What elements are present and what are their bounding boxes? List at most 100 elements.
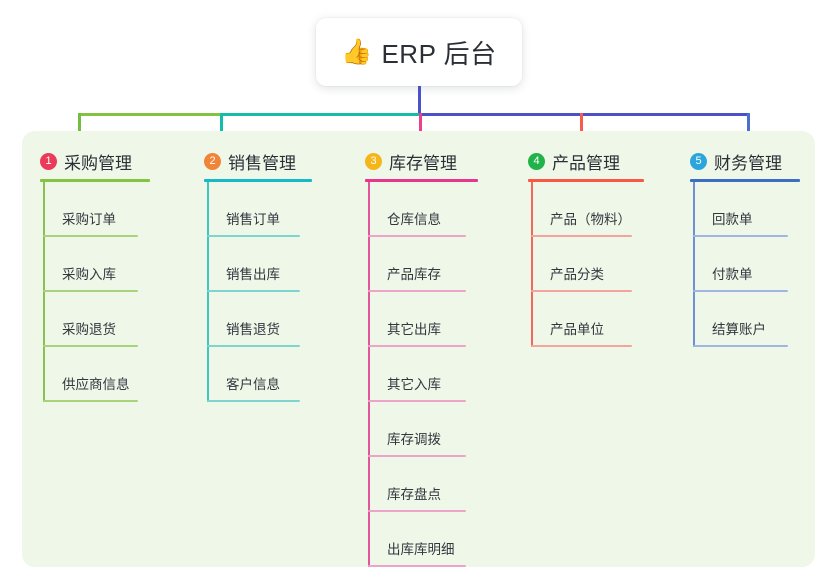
- root-trunk: [418, 86, 421, 116]
- branch-item-rule: [207, 400, 300, 402]
- branch-item-label: 库存调拨: [387, 432, 441, 447]
- branch-column-4: 4 产品管理产品（物料） 产品分类产品单位: [528, 148, 644, 347]
- branch-item-rule: [368, 235, 466, 237]
- branch-item[interactable]: 产品分类: [528, 237, 644, 292]
- branch-item-rule: [368, 565, 466, 567]
- branch-item-list: 采购订单采购入库采购退货供应商信息: [40, 182, 150, 402]
- branch-item-rule: [368, 510, 466, 512]
- branch-item[interactable]: 客户信息: [204, 347, 312, 402]
- branch-header-rule: [40, 179, 150, 182]
- branch-header-rule: [365, 179, 478, 182]
- branch-item-rule: [368, 345, 466, 347]
- branch-header-rule: [528, 179, 644, 182]
- branch-item-label: 销售出库: [226, 267, 280, 282]
- branch-item[interactable]: 其它入库: [365, 347, 478, 402]
- branch-item[interactable]: 采购订单: [40, 182, 150, 237]
- branch-item-rule: [531, 345, 632, 347]
- branch-title: 产品管理: [552, 153, 620, 173]
- branch-trunk: [207, 182, 209, 402]
- branch-index-badge: 2: [204, 152, 221, 170]
- branch-item-label: 产品单位: [550, 322, 604, 337]
- branch-item[interactable]: 结算账户: [690, 292, 800, 347]
- branch-item-list: 仓库信息产品库存其它出库其它入库库存调拨库存盘点出库库明细: [365, 182, 478, 567]
- branch-item[interactable]: 销售退货: [204, 292, 312, 347]
- root-node-card[interactable]: 👍 ERP 后台: [316, 18, 522, 86]
- branch-item-rule: [693, 345, 788, 347]
- branch-item-label: 销售订单: [226, 212, 280, 227]
- branch-item-label: 产品（物料）: [550, 212, 631, 227]
- branch-item-rule: [693, 235, 788, 237]
- branch-item-label: 其它入库: [387, 377, 441, 392]
- branch-item-rule: [368, 290, 466, 292]
- branch-item-label: 客户信息: [226, 377, 280, 392]
- branch-trunk: [368, 182, 370, 567]
- branch-index-badge: 4: [528, 152, 545, 170]
- bus-blue: [419, 113, 749, 116]
- branch-item-list: 产品（物料） 产品分类产品单位: [528, 182, 644, 347]
- thumbs-up-icon: 👍: [341, 37, 373, 66]
- branch-item-rule: [43, 290, 138, 292]
- branch-item-label: 采购入库: [62, 267, 116, 282]
- branch-item-rule: [693, 290, 788, 292]
- branch-item-rule: [207, 290, 300, 292]
- branch-item-list: 回款单付款单结算账户: [690, 182, 800, 347]
- branch-header-rule: [690, 179, 800, 182]
- branch-item-label: 仓库信息: [387, 212, 441, 227]
- branch-column-1: 1 采购管理采购订单采购入库采购退货供应商信息: [40, 148, 150, 402]
- branch-item[interactable]: 库存调拨: [365, 402, 478, 457]
- root-node-content: 👍 ERP 后台: [341, 34, 496, 71]
- branch-column-5: 5 财务管理回款单付款单结算账户: [690, 148, 800, 347]
- branch-item[interactable]: 产品（物料）: [528, 182, 644, 237]
- branch-item[interactable]: 回款单: [690, 182, 800, 237]
- branch-trunk: [531, 182, 533, 347]
- branch-index-badge: 1: [40, 152, 57, 170]
- branch-item-label: 采购退货: [62, 322, 116, 337]
- branch-item-rule: [368, 455, 466, 457]
- branch-item[interactable]: 销售订单: [204, 182, 312, 237]
- branch-item[interactable]: 销售出库: [204, 237, 312, 292]
- branch-item-label: 其它出库: [387, 322, 441, 337]
- branch-item-rule: [207, 345, 300, 347]
- branch-item-label: 回款单: [712, 212, 753, 227]
- branch-item[interactable]: 采购入库: [40, 237, 150, 292]
- branch-item-label: 采购订单: [62, 212, 116, 227]
- root-node-title: ERP 后台: [381, 38, 497, 69]
- branch-item-rule: [207, 235, 300, 237]
- branch-header-4[interactable]: 4 产品管理: [528, 148, 644, 174]
- branch-header-5[interactable]: 5 财务管理: [690, 148, 800, 174]
- branch-item-rule: [531, 235, 632, 237]
- branch-item[interactable]: 出库库明细: [365, 512, 478, 567]
- branch-item[interactable]: 库存盘点: [365, 457, 478, 512]
- branch-item[interactable]: 仓库信息: [365, 182, 478, 237]
- branch-header-rule: [204, 179, 312, 182]
- branch-title: 采购管理: [64, 153, 132, 173]
- branch-header-1[interactable]: 1 采购管理: [40, 148, 150, 174]
- branch-item-rule: [43, 345, 138, 347]
- branch-item[interactable]: 采购退货: [40, 292, 150, 347]
- branch-item-label: 产品分类: [550, 267, 604, 282]
- branch-item-label: 付款单: [712, 267, 753, 282]
- branch-index-badge: 3: [365, 152, 382, 170]
- branch-item-rule: [43, 400, 138, 402]
- branch-trunk: [43, 182, 45, 402]
- branch-item[interactable]: 付款单: [690, 237, 800, 292]
- branch-item[interactable]: 产品单位: [528, 292, 644, 347]
- branch-title: 财务管理: [714, 153, 782, 173]
- branch-item-label: 产品库存: [387, 267, 441, 282]
- branch-item-label: 结算账户: [712, 322, 766, 337]
- branch-header-3[interactable]: 3 库存管理: [365, 148, 478, 174]
- branch-index-badge: 5: [690, 152, 707, 170]
- branch-item-label: 库存盘点: [387, 487, 441, 502]
- branch-item[interactable]: 产品库存: [365, 237, 478, 292]
- branch-item-rule: [531, 290, 632, 292]
- branch-item-rule: [43, 235, 138, 237]
- branch-item[interactable]: 其它出库: [365, 292, 478, 347]
- bus-teal: [220, 113, 419, 116]
- branch-title: 库存管理: [389, 153, 457, 173]
- branch-item-label: 销售退货: [226, 322, 280, 337]
- branch-item[interactable]: 供应商信息: [40, 347, 150, 402]
- branch-item-label: 供应商信息: [62, 377, 130, 392]
